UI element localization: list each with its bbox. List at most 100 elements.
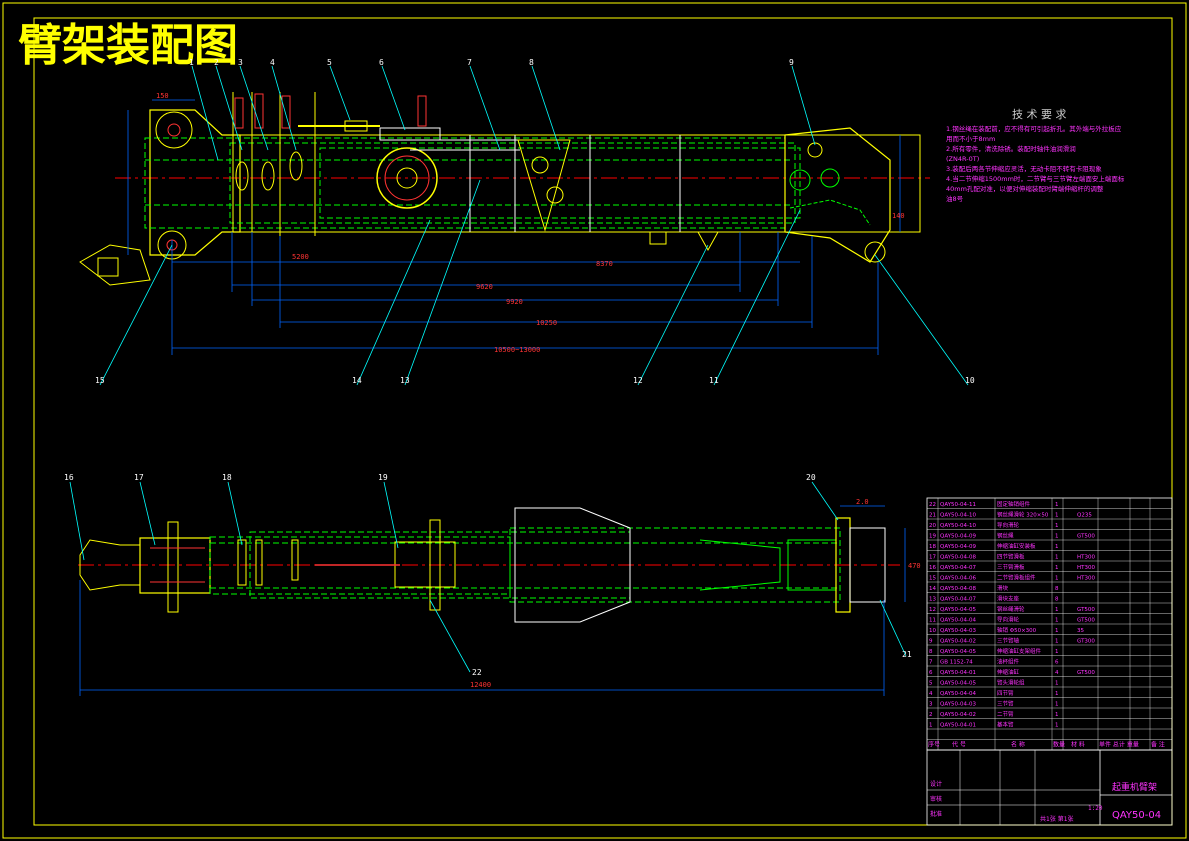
title-block-approver: 批准	[930, 810, 942, 818]
tech-note-6: 4.当二节伸缩1500mm时，二节臂与三节臂左端面安上端面标	[946, 174, 1125, 183]
row-code: QAY50-04-10	[940, 513, 976, 519]
row-name: 导向滑轮	[997, 616, 1020, 624]
row-qty: 1	[1055, 691, 1059, 697]
row-qty: 1	[1055, 523, 1059, 529]
part-label-13: 13	[400, 376, 410, 385]
tech-heading: 技 术 要 求	[1012, 108, 1067, 121]
part-label-2: 2	[214, 58, 219, 67]
row-code: QAY50-04-02	[940, 712, 976, 718]
row-name: 二节臂滑板组件	[997, 574, 1036, 582]
tech-note-2: 用而不小于8mm	[946, 134, 995, 143]
row-code: QAY50-04-04	[940, 691, 976, 697]
dim-plan-width: 2.0	[856, 498, 869, 506]
part-label-16: 16	[64, 473, 74, 482]
row-code: QAY50-04-09	[940, 534, 976, 540]
row-no: 13	[929, 597, 936, 603]
winch-drum	[376, 147, 438, 209]
part-label-20: 20	[806, 473, 816, 482]
row-qty: 1	[1055, 649, 1059, 655]
row-material: HT300	[1077, 555, 1095, 561]
elevation-view: 5200 8370 9620 9920 10250 10500~13000 15…	[79, 58, 975, 386]
part-label-1: 1	[189, 58, 194, 67]
row-no: 14	[929, 586, 936, 592]
row-no: 3	[929, 702, 933, 708]
row-no: 5	[929, 681, 933, 687]
row-qty: 1	[1055, 565, 1059, 571]
row-code: GB 1152-74	[940, 660, 973, 666]
row-name: 伸缩油缸支架组件	[997, 647, 1042, 655]
dim-150: 150	[156, 92, 169, 100]
dim-10250: 10250	[536, 319, 557, 327]
part-label-14: 14	[352, 376, 362, 385]
row-name: 滑块	[997, 584, 1009, 592]
row-name: 三节臂	[997, 700, 1014, 708]
part-label-7: 7	[467, 58, 472, 67]
row-code: QAY50-04-03	[940, 702, 976, 708]
title-block-code: QAY50-04	[1112, 810, 1161, 821]
title-block: 起重机臂架 QAY50-04 1:20 共1张 第1张 设计 审核 批准	[926, 749, 1173, 826]
table-header-cell: 材 料	[1071, 741, 1085, 749]
technical-requirements: 技 术 要 求 1.钢丝绳在装配前，应不得有可引起折孔。其外端与外拉板应 用而不…	[946, 108, 1125, 203]
row-code: QAY50-04-11	[940, 502, 976, 508]
title-block-sheet: 共1张 第1张	[1040, 815, 1074, 823]
table-header-cell: 代 号	[952, 741, 966, 749]
row-name: 臂头滑轮组	[997, 679, 1025, 687]
part-label-10: 10	[965, 376, 975, 385]
part-label-5: 5	[327, 58, 332, 67]
row-no: 8	[929, 649, 933, 655]
row-no: 22	[929, 502, 936, 508]
row-no: 15	[929, 576, 936, 582]
row-material: HT300	[1077, 565, 1095, 571]
row-qty: 1	[1055, 513, 1059, 519]
part-label-12: 12	[633, 376, 643, 385]
row-code: QAY50-04-10	[940, 523, 976, 529]
dim-9920: 9920	[506, 298, 523, 306]
row-name: 伸缩油缸安装板	[997, 542, 1036, 550]
row-no: 20	[929, 523, 936, 529]
part-label-21: 21	[902, 650, 912, 659]
dim-plan-height: 470	[908, 562, 921, 570]
row-name: 钢丝绳滑轮 320×50	[997, 511, 1049, 519]
row-name: 四节臂	[997, 689, 1014, 697]
row-code: QAY50-04-04	[940, 618, 976, 624]
table-header-cell: 名 称	[1011, 741, 1025, 749]
row-code: QAY50-04-03	[940, 628, 976, 634]
row-code: QAY50-04-07	[940, 565, 976, 571]
row-name: 滑块支座	[997, 595, 1020, 603]
tech-note-5: 3.装配后两各节伸缩应灵活，无动卡阻不转有卡阻现象	[946, 164, 1102, 173]
row-code: QAY50-04-02	[940, 639, 976, 645]
row-material: GT500	[1077, 618, 1095, 624]
row-no: 18	[929, 544, 936, 550]
row-qty: 1	[1055, 712, 1059, 718]
row-no: 16	[929, 565, 936, 571]
row-no: 17	[929, 555, 936, 561]
row-code: QAY50-04-09	[940, 544, 976, 550]
base-arm-outline	[149, 109, 241, 256]
row-qty: 1	[1055, 576, 1059, 582]
row-no: 21	[929, 513, 936, 519]
tech-note-3: 2.所有零件，清洗除锈。装配时轴件油润滑润	[946, 144, 1076, 153]
row-no: 10	[929, 628, 936, 634]
row-qty: 1	[1055, 502, 1059, 508]
row-qty: 1	[1055, 723, 1059, 729]
row-no: 9	[929, 639, 933, 645]
dim-140: 140	[892, 212, 905, 220]
row-name: 四节臂滑板	[997, 553, 1025, 561]
table-header-cell: 数量	[1053, 741, 1065, 749]
title-block-scale: 1:20	[1088, 805, 1103, 812]
row-qty: 1	[1055, 681, 1059, 687]
row-code: QAY50-04-05	[940, 681, 976, 687]
row-name: 轴销 Φ50×300	[997, 626, 1037, 634]
row-no: 11	[929, 618, 936, 624]
row-material: Q235	[1077, 513, 1092, 519]
row-name: 油杯组件	[997, 658, 1020, 666]
part-label-8: 8	[529, 58, 534, 67]
title-block-designer: 设计	[930, 780, 942, 788]
row-no: 7	[929, 660, 933, 666]
row-qty: 4	[1055, 670, 1059, 676]
drawing-title: 臂架装配图	[18, 20, 238, 71]
part-label-18: 18	[222, 473, 232, 482]
